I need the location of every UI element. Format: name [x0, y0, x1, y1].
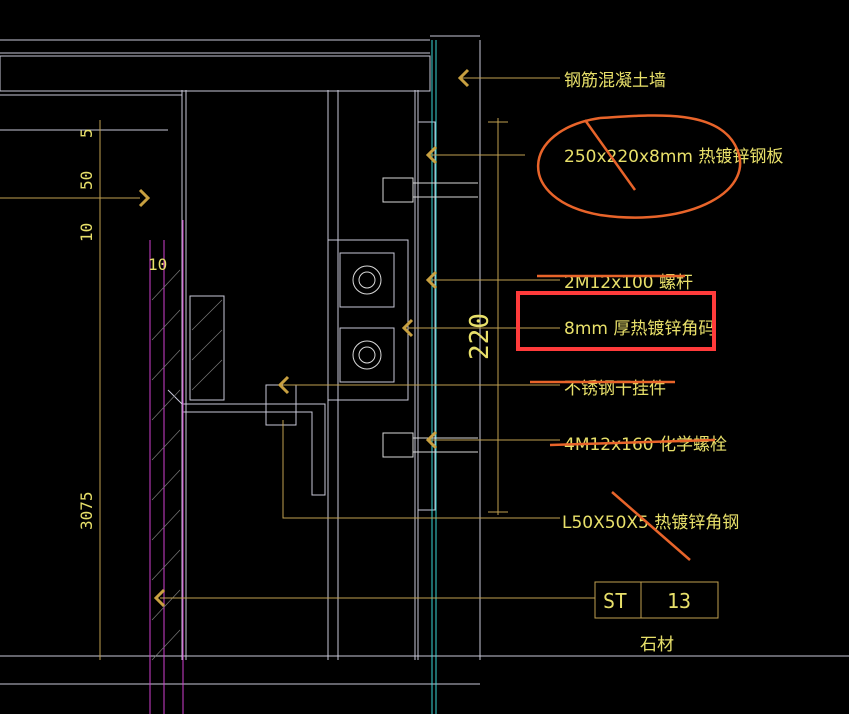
dim-10-horizontal: 10 — [148, 255, 167, 274]
markup-strokes — [530, 114, 742, 561]
dim-5: 5 — [77, 128, 96, 138]
tag-code: ST — [603, 589, 627, 613]
stone-layer-hatch — [149, 220, 184, 714]
dim-3075: 3075 — [77, 491, 96, 530]
label-steel-plate: 250x220x8mm 热镀锌钢板 — [564, 147, 783, 167]
dim-50: 50 — [77, 171, 96, 190]
leader-lines — [0, 77, 595, 660]
material-tag: ST 13 石材 — [594, 581, 719, 655]
hatch-lines — [151, 269, 223, 661]
bolt-graphics — [352, 177, 478, 458]
label-bolt: 2M12x100 螺杆 — [564, 273, 693, 293]
label-angle-steel: L50X50X5 热镀锌角钢 — [562, 513, 739, 533]
tag-number: 13 — [667, 589, 691, 613]
dim-220: 220 — [465, 313, 495, 360]
dim-10-vertical: 10 — [77, 223, 96, 242]
tag-material: 石材 — [640, 635, 674, 655]
label-concrete-wall: 钢筋混凝土墙 — [564, 71, 666, 91]
arrowheads — [138, 68, 470, 608]
label-angle-bracket: 8mm 厚热镀锌角码 — [564, 319, 715, 339]
label-hanger: 不锈钢干挂件 — [564, 379, 666, 399]
highlight-box — [516, 291, 716, 351]
structure-lines — [0, 35, 849, 685]
